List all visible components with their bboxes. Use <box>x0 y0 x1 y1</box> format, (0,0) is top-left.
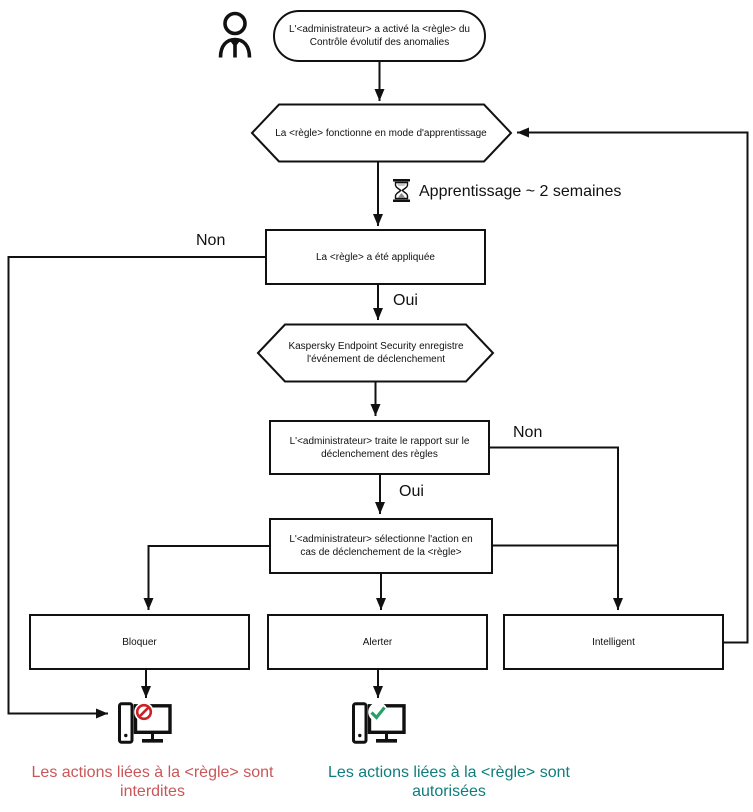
edge-label-learning-duration: Apprentissage ~ 2 semaines <box>419 183 622 200</box>
computer-allowed-icon <box>352 702 406 744</box>
node-admin-selects-action: L'<administrateur> sélectionne l'action … <box>269 518 493 574</box>
hourglass-icon <box>393 179 410 202</box>
edge-label-report-no: Non <box>513 424 543 441</box>
check-icon <box>370 706 386 720</box>
node-action-block: Bloquer <box>29 614 250 670</box>
node-rule-applied: La <règle> a été appliquée <box>265 229 486 285</box>
edge-report-no-to-smart <box>490 446 623 610</box>
node-action-alert: Alerter <box>267 614 488 670</box>
node-start: L'<administrateur> a activé la <règle> d… <box>273 10 486 62</box>
person-icon <box>218 11 252 58</box>
computer-blocked-icon <box>118 702 172 744</box>
hexagon-kes-registers <box>256 323 495 383</box>
outcome-blocked-caption: Les actions liées à la <règle> sont inte… <box>31 764 274 800</box>
edge-label-applied-no: Non <box>196 232 226 249</box>
edge-select-to-block <box>143 545 269 610</box>
node-kes-registers-label: Kaspersky Endpoint Security enregistre l… <box>288 341 464 365</box>
edge-applied-no-to-blocked <box>7 256 265 719</box>
node-learning-mode-label: La <règle> fonctionne en mode d'apprenti… <box>275 127 487 139</box>
hexagon-learning-mode <box>250 103 513 163</box>
outcome-allowed-caption: Les actions liées à la <règle> sont auto… <box>328 764 570 800</box>
deny-slash-icon <box>138 706 150 718</box>
edge-label-report-yes: Oui <box>399 483 424 500</box>
node-action-smart: Intelligent <box>503 614 724 670</box>
edge-smart-loop-to-learning <box>517 127 749 644</box>
node-admin-processes-report: L'<administrateur> traite le rapport sur… <box>269 420 490 475</box>
edge-label-applied-yes: Oui <box>393 292 418 309</box>
